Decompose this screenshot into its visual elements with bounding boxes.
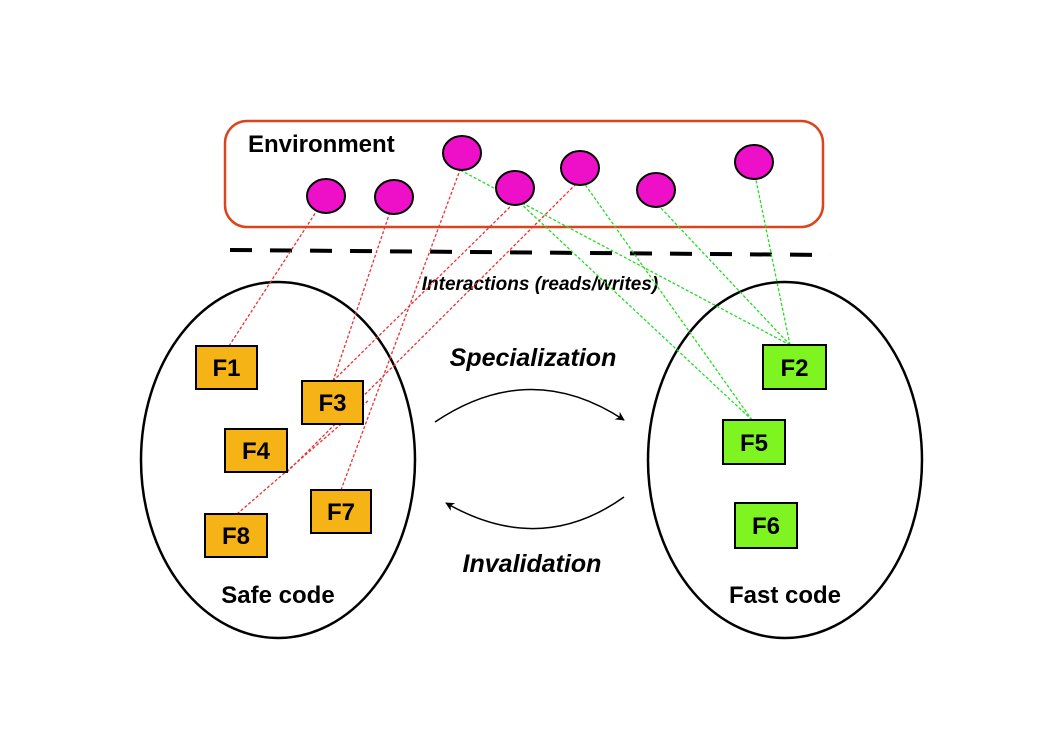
link-f5-env-a <box>583 182 753 421</box>
environment-separator <box>229 248 831 257</box>
env-node <box>636 172 676 208</box>
function-box-f7: F7 <box>310 489 372 534</box>
svg-text:F5: F5 <box>740 430 768 457</box>
link-f2-env-a <box>755 179 791 346</box>
svg-text:F3: F3 <box>318 390 346 417</box>
env-node <box>734 144 774 180</box>
svg-text:F8: F8 <box>222 523 250 550</box>
svg-text:F1: F1 <box>212 355 240 382</box>
link-f4-env <box>286 183 577 473</box>
link-f5-env-b <box>518 201 753 421</box>
safe-code-label: Safe code <box>221 582 334 609</box>
env-node <box>495 170 535 206</box>
fast-code-label: Fast code <box>729 582 841 609</box>
svg-text:F4: F4 <box>242 438 271 465</box>
env-node <box>442 135 482 171</box>
interactions-label: Interactions (reads/writes) <box>422 274 659 295</box>
function-box-f1: F1 <box>195 345 258 390</box>
function-box-f4: F4 <box>224 428 288 473</box>
env-node <box>560 150 600 186</box>
environment-nodes <box>306 135 774 215</box>
specialization-label: Specialization <box>450 344 617 372</box>
function-box-f5: F5 <box>722 419 786 465</box>
specialization-arrow <box>434 388 625 423</box>
env-node <box>374 179 414 215</box>
function-box-f6: F6 <box>734 502 798 549</box>
invalidation-arrow <box>445 496 625 530</box>
function-box-f8: F8 <box>204 513 268 558</box>
svg-text:F7: F7 <box>327 499 355 526</box>
link-f3-env-b <box>332 205 512 382</box>
svg-text:F2: F2 <box>780 355 808 382</box>
interaction-links <box>228 169 791 515</box>
env-node <box>306 178 346 214</box>
function-box-f2: F2 <box>762 344 827 390</box>
svg-text:F6: F6 <box>752 513 780 540</box>
link-f1-env <box>228 211 317 347</box>
environment-label: Environment <box>248 131 395 158</box>
environment-box <box>223 119 825 229</box>
link-f3-env-a <box>332 211 391 382</box>
safe-code-region <box>139 280 417 640</box>
function-box-f3: F3 <box>301 380 364 425</box>
fast-code-region <box>646 280 924 640</box>
link-f2-env-b <box>659 206 791 346</box>
invalidation-label: Invalidation <box>463 550 602 578</box>
link-f7-env <box>340 169 461 491</box>
